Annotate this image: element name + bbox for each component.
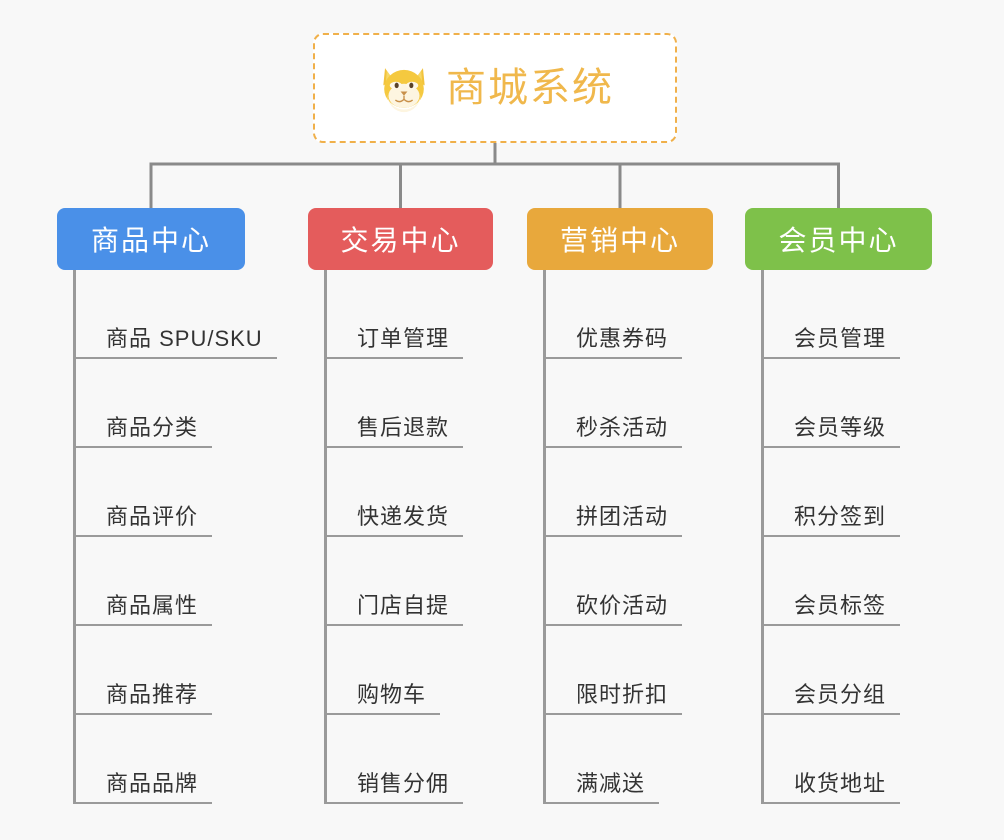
leaf-item[interactable]: 购物车 <box>327 626 493 715</box>
category-header-1[interactable]: 商品中心 <box>57 208 245 270</box>
leaf-label: 快递发货 <box>357 503 450 529</box>
root-title: 商城系统 <box>446 66 614 110</box>
category-column: 营销中心优惠券码秒杀活动拼团活动砍价活动限时折扣满减送 <box>527 208 713 804</box>
leaf-label: 会员分组 <box>794 681 887 707</box>
leaf-underline: 销售分佣 <box>327 770 464 804</box>
leaf-list: 优惠券码秒杀活动拼团活动砍价活动限时折扣满减送 <box>543 270 713 804</box>
leaf-underline: 商品 SPU/SKU <box>76 325 277 359</box>
leaf-underline: 满减送 <box>546 770 660 804</box>
leaf-item[interactable]: 积分签到 <box>764 448 932 537</box>
leaf-label: 满减送 <box>576 770 646 796</box>
category-column: 会员中心会员管理会员等级积分签到会员标签会员分组收货地址 <box>745 208 932 804</box>
leaf-underline: 优惠券码 <box>546 325 683 359</box>
leaf-underline: 商品分类 <box>76 414 213 448</box>
leaf-underline: 订单管理 <box>327 325 464 359</box>
category-header-2[interactable]: 交易中心 <box>308 208 493 270</box>
leaf-underline: 售后退款 <box>327 414 464 448</box>
root-node[interactable]: 商城系统 <box>313 33 677 143</box>
leaf-list: 订单管理售后退款快递发货门店自提购物车销售分佣 <box>324 270 493 804</box>
leaf-underline: 商品推荐 <box>76 681 213 715</box>
leaf-label: 收货地址 <box>794 770 887 796</box>
leaf-item[interactable]: 销售分佣 <box>327 715 493 804</box>
leaf-underline: 快递发货 <box>327 503 464 537</box>
leaf-label: 优惠券码 <box>576 325 669 351</box>
leaf-underline: 限时折扣 <box>546 681 683 715</box>
leaf-label: 订单管理 <box>357 325 450 351</box>
category-column: 商品中心商品 SPU/SKU 商品分类商品评价商品属性商品推荐商品品牌 <box>57 208 277 804</box>
leaf-label: 积分签到 <box>794 503 887 529</box>
leaf-underline: 收货地址 <box>764 770 901 804</box>
leaf-underline: 拼团活动 <box>546 503 683 537</box>
leaf-underline: 会员等级 <box>764 414 901 448</box>
leaf-item[interactable]: 满减送 <box>546 715 713 804</box>
leaf-underline: 商品评价 <box>76 503 213 537</box>
leaf-item[interactable]: 秒杀活动 <box>546 359 713 448</box>
leaf-label: 会员管理 <box>794 325 887 351</box>
category-title: 商品中心 <box>90 225 211 256</box>
leaf-underline: 会员标签 <box>764 592 901 626</box>
leaf-label: 商品 SPU/SKU <box>106 325 263 351</box>
category-column: 交易中心订单管理售后退款快递发货门店自提购物车销售分佣 <box>308 208 493 804</box>
leaf-label: 购物车 <box>357 681 427 707</box>
leaf-underline: 商品品牌 <box>76 770 213 804</box>
leaf-item[interactable]: 拼团活动 <box>546 448 713 537</box>
leaf-item[interactable]: 商品 SPU/SKU <box>76 270 277 359</box>
leaf-label: 砍价活动 <box>576 592 669 618</box>
category-title: 会员中心 <box>778 225 899 256</box>
leaf-item[interactable]: 会员分组 <box>764 626 932 715</box>
shiba-dog-face-icon <box>383 68 425 113</box>
leaf-label: 商品品牌 <box>106 770 199 796</box>
leaf-item[interactable]: 商品分类 <box>76 359 245 448</box>
leaf-item[interactable]: 商品评价 <box>76 448 245 537</box>
leaf-label: 会员标签 <box>794 592 887 618</box>
leaf-underline: 会员分组 <box>764 681 901 715</box>
leaf-item[interactable]: 商品推荐 <box>76 626 245 715</box>
leaf-label: 售后退款 <box>357 414 450 440</box>
leaf-underline: 砍价活动 <box>546 592 683 626</box>
leaf-label: 商品分类 <box>106 414 199 440</box>
leaf-item[interactable]: 订单管理 <box>327 270 493 359</box>
leaf-item[interactable]: 收货地址 <box>764 715 932 804</box>
leaf-list: 商品 SPU/SKU 商品分类商品评价商品属性商品推荐商品品牌 <box>73 270 277 804</box>
leaf-label: 拼团活动 <box>576 503 669 529</box>
leaf-underline: 商品属性 <box>76 592 213 626</box>
leaf-item[interactable]: 会员等级 <box>764 359 932 448</box>
leaf-label: 销售分佣 <box>357 770 450 796</box>
leaf-label: 秒杀活动 <box>576 414 669 440</box>
category-header-3[interactable]: 营销中心 <box>527 208 713 270</box>
leaf-item[interactable]: 门店自提 <box>327 537 493 626</box>
category-title: 营销中心 <box>559 225 680 256</box>
leaf-item[interactable]: 优惠券码 <box>546 270 713 359</box>
leaf-item[interactable]: 快递发货 <box>327 448 493 537</box>
leaf-item[interactable]: 砍价活动 <box>546 537 713 626</box>
leaf-item[interactable]: 商品属性 <box>76 537 245 626</box>
leaf-item[interactable]: 会员管理 <box>764 270 932 359</box>
leaf-item[interactable]: 售后退款 <box>327 359 493 448</box>
leaf-label: 限时折扣 <box>576 681 669 707</box>
leaf-label: 商品属性 <box>106 592 199 618</box>
leaf-underline: 积分签到 <box>764 503 901 537</box>
leaf-list: 会员管理会员等级积分签到会员标签会员分组收货地址 <box>761 270 932 804</box>
leaf-item[interactable]: 商品品牌 <box>76 715 245 804</box>
leaf-underline: 购物车 <box>327 681 441 715</box>
leaf-item[interactable]: 会员标签 <box>764 537 932 626</box>
leaf-label: 商品评价 <box>106 503 199 529</box>
leaf-label: 商品推荐 <box>106 681 199 707</box>
leaf-underline: 门店自提 <box>327 592 464 626</box>
leaf-label: 会员等级 <box>794 414 887 440</box>
category-header-4[interactable]: 会员中心 <box>745 208 932 270</box>
leaf-underline: 秒杀活动 <box>546 414 683 448</box>
leaf-item[interactable]: 限时折扣 <box>546 626 713 715</box>
leaf-label: 门店自提 <box>357 592 450 618</box>
leaf-underline: 会员管理 <box>764 325 901 359</box>
category-title: 交易中心 <box>340 225 461 256</box>
